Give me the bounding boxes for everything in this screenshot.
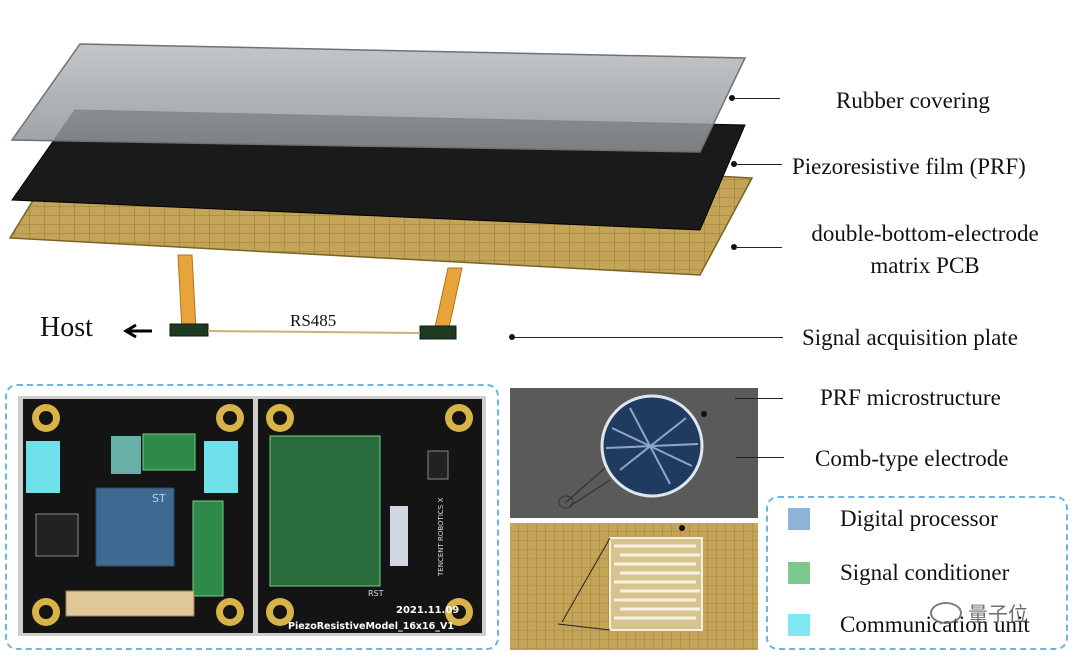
legend-label-digital: Digital processor xyxy=(840,506,998,531)
leader-line-pcb xyxy=(737,247,782,248)
leader-line-signal xyxy=(515,337,783,338)
rs485-wire xyxy=(207,330,421,334)
leader-line-rubber xyxy=(735,98,780,99)
flex-cable-left xyxy=(177,254,197,331)
rs485-label: RS485 xyxy=(290,311,337,330)
board-silk-vendor: TENCENT ROBOTICS X xyxy=(437,498,445,577)
legend-item-signal-conditioner: Signal conditioner xyxy=(788,560,1009,586)
microstructure-images xyxy=(510,388,758,650)
legend-item-digital-processor: Digital processor xyxy=(788,506,998,532)
legend-panel xyxy=(766,496,1068,650)
flex-cable-right xyxy=(433,267,463,333)
comb-electrode-label: Comb-type electrode xyxy=(815,446,1009,471)
watermark-logo-icon xyxy=(930,601,962,624)
legend-label-signal: Signal conditioner xyxy=(840,560,1010,585)
board-model: PiezoResistiveModel_16x16_V1 xyxy=(288,621,454,632)
chip-logo: ST xyxy=(152,492,166,505)
pcb-label-line1: double-bottom-electrode xyxy=(811,221,1039,246)
leader-dot-prf-micro xyxy=(701,411,707,417)
pcb-label-line2: matrix PCB xyxy=(870,253,980,278)
comm-unit-right xyxy=(204,441,238,493)
signal-conditioner-area xyxy=(269,435,381,587)
exploded-view xyxy=(8,43,754,340)
board-panel xyxy=(5,384,499,650)
acq-board-right xyxy=(419,325,457,340)
acq-board-left xyxy=(169,323,209,337)
watermark-text: 量子位 xyxy=(968,602,1028,626)
connector-strip xyxy=(65,590,195,617)
host-arrow xyxy=(123,323,152,339)
legend-swatch-digital xyxy=(788,508,810,530)
digital-processor-chip xyxy=(95,487,175,567)
comm-unit-left xyxy=(26,441,60,493)
signal-plate-label: Signal acquisition plate xyxy=(802,325,1018,350)
leader-line-prf-micro xyxy=(735,398,783,399)
host-label: Host xyxy=(40,312,93,343)
watermark: 量子位 xyxy=(930,598,1028,627)
leader-dot-rubber xyxy=(729,95,735,101)
rubber-covering-layer xyxy=(10,43,747,153)
prf-microstructure-label: PRF microstructure xyxy=(820,385,1001,410)
leader-dot-prf xyxy=(731,161,737,167)
board-date: 2021.11.09 xyxy=(396,605,459,616)
legend-swatch-communication xyxy=(788,614,810,636)
leader-dot-signal xyxy=(509,334,515,340)
prf-label: Piezoresistive film (PRF) xyxy=(792,154,1026,179)
comb-electrode xyxy=(609,537,703,631)
leader-line-comb xyxy=(736,457,784,458)
mcu-left xyxy=(35,513,79,557)
board-render: ST RST TENCENT ROBOTICS X 2021.11.09 Pie… xyxy=(18,396,486,636)
signal-conditioner-small xyxy=(111,436,141,474)
leader-dot-comb xyxy=(679,525,685,531)
rubber-covering-label: Rubber covering xyxy=(836,88,990,113)
leader-line-prf xyxy=(737,164,782,165)
board-silk-rst: RST xyxy=(368,589,384,598)
leader-dot-pcb xyxy=(731,244,737,250)
legend-swatch-signal xyxy=(788,562,810,584)
